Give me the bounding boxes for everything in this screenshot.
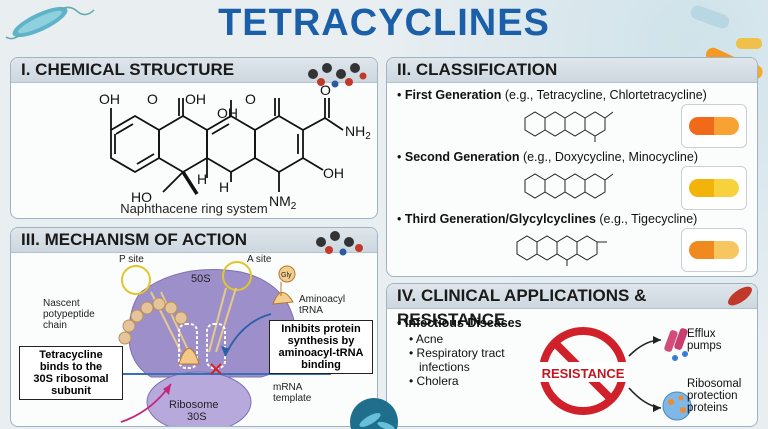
infectious-diseases-label: • Infectious Diseases [397,316,522,330]
o-label: O [320,82,331,98]
oh-label: OH [217,105,238,121]
page-title: TETRACYCLINES [218,2,550,44]
mrna-label: mRNA [273,382,303,393]
aminoacyl-label: Aminoacyl [299,294,345,305]
second-gen-capsule-card [681,166,747,210]
first-generation-label: • First Generation (e.g., Tetracycline, … [397,88,707,102]
o-label: O [147,91,158,107]
second-gen-structure [524,173,614,199]
50s-label: 50S [191,273,211,285]
clinical-panel: IV. CLINICAL APPLICATIONS & RESISTANCE •… [386,283,758,427]
potypeptide-label: potypeptide [43,309,95,320]
mechanism-panel: III. MECHANISM OF ACTION [10,227,378,427]
template-label: template [273,393,312,404]
h-label: H [219,179,229,195]
resistance-label: RESISTANCE [542,366,625,381]
oh-label: OH [185,91,206,107]
capsule-icon [689,179,739,197]
list-item: • Respiratory tract [409,346,505,360]
a-site-label: A site [247,254,272,265]
bacteria-icon [350,398,398,429]
oh-label: OH [99,91,120,107]
ho-label: HO [131,189,152,205]
chain-label: chain [43,320,67,331]
nm2-label: NM2 [269,193,297,212]
ring-system-caption: Naphthacene ring system [120,201,268,216]
first-gen-structure [524,111,614,142]
molecule-3d-icon [308,63,367,88]
gly-label: Gly [281,272,292,279]
ribosomal-protection-icon [662,391,692,421]
tetracycline-structure: OH O OH OH O O NH2 OH HO H H NM2 [99,82,371,212]
30s-label: 30S [187,411,207,423]
trna-label: tRNA [299,305,323,316]
list-item: • Acne [409,332,444,346]
chemical-structure-heading: I. CHEMICAL STRUCTURE [11,58,377,83]
capsule-icon [689,117,739,135]
disease-list: • Acne • Respiratory tract infections • … [409,332,505,388]
bacteria-icon [728,286,752,306]
third-gen-structure [516,235,607,266]
h-label: H [197,171,207,187]
clinical-heading: IV. CLINICAL APPLICATIONS & RESISTANCE [387,284,757,329]
classification-heading: II. CLASSIFICATION [387,58,757,83]
first-gen-capsule-card [681,104,747,148]
third-gen-capsule-card [681,228,747,272]
resistance-icon: RESISTANCE [539,327,692,421]
molecule-3d-icon [316,231,363,256]
o-label: O [245,91,256,107]
oh-label: OH [323,165,344,181]
p-site-label: P site [119,254,144,265]
bacteria-icon [5,6,95,40]
chemical-structure-panel: I. CHEMICAL STRUCTURE [10,57,378,219]
ribosome-label: Ribosome [169,399,219,411]
second-generation-label: • Second Generation (e.g., Doxycycline, … [397,150,698,164]
third-generation-label: • Third Generation/Glycylcyclines (e.g.,… [397,212,698,226]
nh2-label: NH2 [345,123,371,142]
nascent-label: Nascent [43,298,80,309]
capsule-icon [689,241,739,259]
efflux-pump-icon [664,328,688,361]
ribosome-diagram: P site A site 50S Gly Aminoacyl tRNA Nas… [43,254,345,426]
classification-panel: II. CLASSIFICATION • First Generation (e… [386,57,758,277]
mechanism-heading: III. MECHANISM OF ACTION [11,228,377,253]
list-item: • Cholera [409,374,459,388]
list-item: infections [419,360,470,374]
